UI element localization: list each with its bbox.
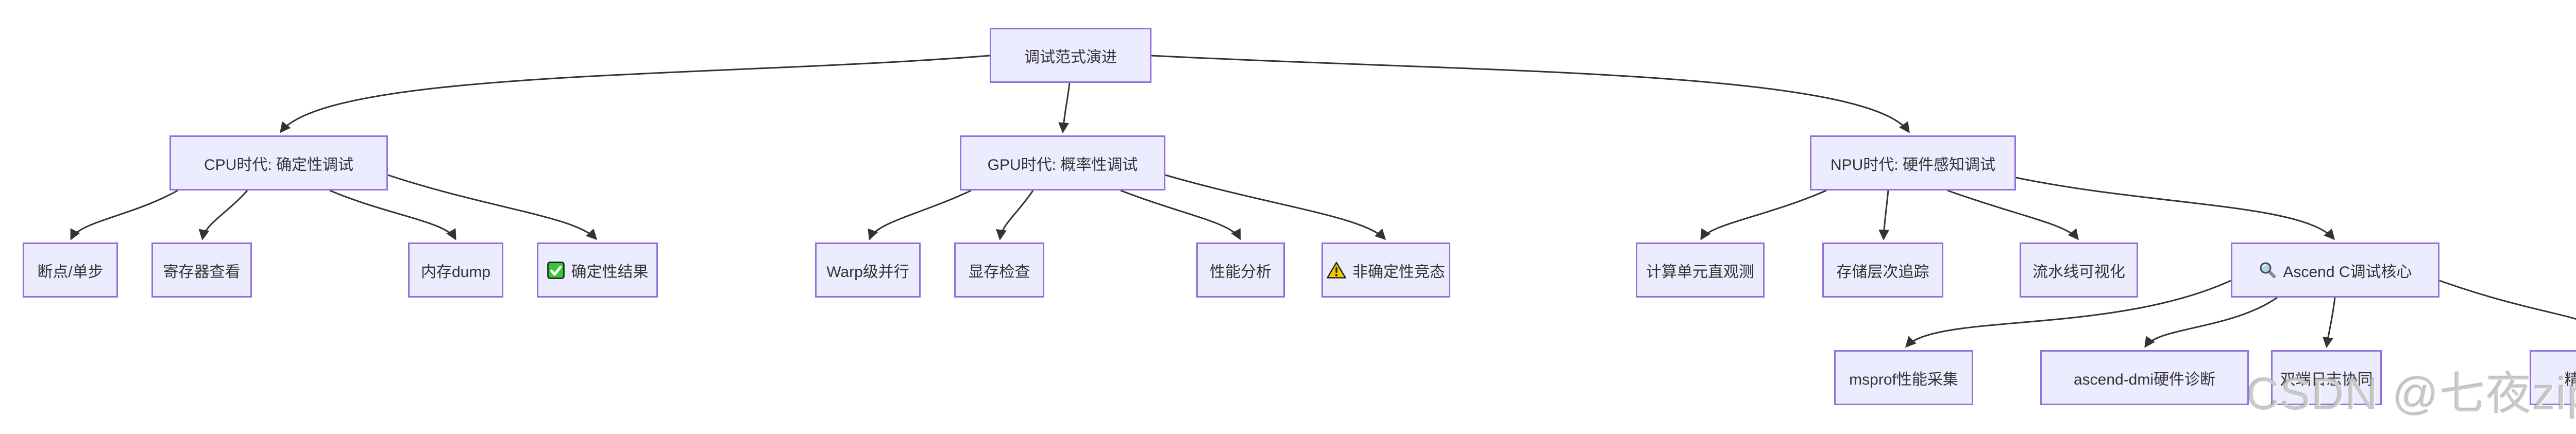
edge-root-cpu bbox=[280, 55, 990, 133]
node-npu-era: NPU时代: 硬件感知调试 bbox=[1810, 135, 2016, 190]
node-label: 双端日志协同 bbox=[2280, 371, 2373, 388]
check-icon bbox=[547, 261, 565, 280]
node-dual-side-log-collab: 双端日志协同 bbox=[2271, 350, 2382, 405]
edge-npu4-a2 bbox=[2144, 297, 2278, 348]
node-precision-compare-framework: 精度比对框架 bbox=[2530, 350, 2576, 405]
node-performance-analysis: 性能分析 bbox=[1196, 242, 1285, 298]
edge-npu-npu3 bbox=[1947, 189, 2079, 240]
node-label: ascend-dmi硬件诊断 bbox=[2073, 371, 2216, 388]
edge-gpu-gpu4 bbox=[1165, 174, 1386, 240]
node-label: 非确定性竞态 bbox=[1352, 263, 1445, 281]
edge-npu4-a3 bbox=[2323, 297, 2336, 349]
node-cpu-era: CPU时代: 确定性调试 bbox=[170, 135, 388, 190]
node-label: 断点/单步 bbox=[37, 263, 104, 281]
node-label: msprof性能采集 bbox=[1849, 371, 1958, 388]
node-gpu-era: GPU时代: 概率性调试 bbox=[960, 135, 1165, 190]
edge-root-npu bbox=[1151, 55, 1910, 133]
node-breakpoint-step: 断点/单步 bbox=[23, 242, 118, 298]
node-label: NPU时代: 硬件感知调试 bbox=[1830, 156, 1995, 173]
edge-npu-npu2 bbox=[1878, 190, 1890, 241]
node-memory-hierarchy-trace: 存储层次追踪 bbox=[1822, 242, 1943, 298]
edge-cpu-cpu1 bbox=[70, 189, 178, 240]
node-ascend-dmi-diagnostics: ascend-dmi硬件诊断 bbox=[2040, 350, 2249, 405]
node-label: 存储层次追踪 bbox=[1836, 263, 1929, 281]
edge-npu-npu4 bbox=[2015, 177, 2335, 240]
node-label: Warp级并行 bbox=[826, 263, 909, 281]
node-label: 内存dump bbox=[420, 263, 491, 281]
node-msprof-profiling: msprof性能采集 bbox=[1834, 350, 1973, 405]
edge-npu4-a4 bbox=[2439, 280, 2576, 320]
edge-cpu-cpu4 bbox=[387, 174, 598, 240]
node-label: 显存检查 bbox=[968, 263, 1030, 281]
node-ascend-c-debug-core: Ascend C调试核心 bbox=[2231, 242, 2439, 298]
edge-gpu-gpu1 bbox=[868, 189, 972, 240]
node-label: Ascend C调试核心 bbox=[2283, 263, 2412, 281]
warning-icon bbox=[1327, 262, 1346, 279]
node-label: 流水线可视化 bbox=[2032, 263, 2125, 281]
node-label: 计算单元直观测 bbox=[1646, 263, 1754, 281]
edge-gpu-gpu3 bbox=[1120, 189, 1241, 240]
node-label: GPU时代: 概率性调试 bbox=[987, 156, 1138, 173]
node-pipeline-visualization: 流水线可视化 bbox=[2020, 242, 2138, 298]
node-vram-check: 显存检查 bbox=[954, 242, 1044, 298]
edge-cpu-cpu3 bbox=[329, 189, 456, 240]
node-register-inspect: 寄存器查看 bbox=[151, 242, 252, 298]
edge-cpu-cpu2 bbox=[198, 190, 248, 241]
node-label: 调试范式演进 bbox=[1024, 48, 1117, 66]
edge-npu-npu1 bbox=[1700, 189, 1827, 240]
node-root: 调试范式演进 bbox=[990, 28, 1151, 83]
node-label: 寄存器查看 bbox=[163, 263, 241, 281]
edge-gpu-gpu2 bbox=[996, 190, 1034, 241]
edge-root-gpu bbox=[1058, 82, 1071, 134]
node-label: 精度比对框架 bbox=[2564, 371, 2576, 388]
node-compute-unit-observe: 计算单元直观测 bbox=[1636, 242, 1765, 298]
node-deterministic-result: 确定性结果 bbox=[537, 242, 658, 298]
node-label: CPU时代: 确定性调试 bbox=[204, 156, 353, 173]
magnifier-icon bbox=[2258, 261, 2277, 280]
node-label: 性能分析 bbox=[1210, 263, 1272, 281]
node-label: 确定性结果 bbox=[571, 263, 649, 281]
node-memory-dump: 内存dump bbox=[408, 242, 503, 298]
node-nondeterministic-race: 非确定性竞态 bbox=[1321, 242, 1450, 298]
node-warp-parallel: Warp级并行 bbox=[815, 242, 921, 298]
